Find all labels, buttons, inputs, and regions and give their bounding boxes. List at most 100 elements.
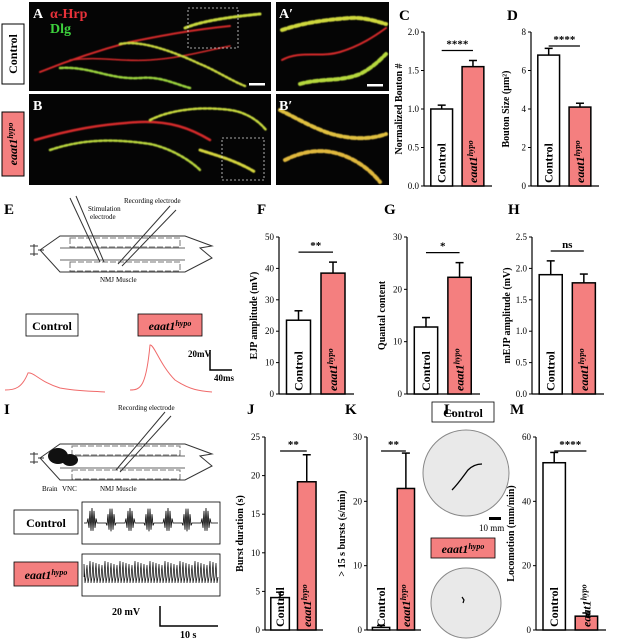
burst-mutant-label: eaat1hypo — [13, 561, 79, 587]
nmj-label-e: NMJ — [100, 276, 114, 284]
y-tick-label-d: 6 — [522, 66, 527, 76]
y-tick-label-c: 2.0 — [408, 27, 420, 37]
row-label-mutant: eaat1hypo — [1, 111, 25, 177]
y-tick-label-g: 30 — [393, 232, 403, 242]
nmj-label-i: NMJ — [100, 485, 114, 493]
y-axis-label-k: > 15 s bursts (s/min) — [337, 490, 348, 576]
ejp-control-label: Control — [25, 313, 79, 337]
panel-label-b-prime: B′ — [279, 99, 292, 114]
panel-label-a-prime: A′ — [279, 7, 293, 22]
y-axis-label-m: Locomotion (mm/min) — [506, 485, 517, 581]
stim-electrode-label: Stimulation — [88, 205, 121, 213]
burst-control-label: Control — [13, 509, 79, 535]
panel-label-j: J — [247, 402, 255, 418]
stim-electrode-label-2: electrode — [90, 213, 116, 221]
y-axis-label-h: mEJP amplitude (mV) — [502, 267, 513, 363]
y-tick-label-f: 0 — [270, 389, 275, 399]
track-control — [451, 463, 483, 491]
panel-label-e: E — [4, 202, 14, 218]
y-tick-label-h: 1.5 — [516, 295, 528, 305]
category-label-m: Control — [547, 587, 561, 627]
y-tick-label-m: 40 — [522, 496, 532, 506]
y-axis-label-c: Normalized Bouton # — [394, 63, 405, 154]
panel-label-f: F — [257, 202, 266, 218]
significance-label-h: ns — [562, 239, 573, 251]
micrograph-mutant — [29, 94, 271, 185]
y-tick-label-h: 0.5 — [516, 358, 528, 368]
category-label-c: Control — [435, 143, 449, 183]
y-tick-label-d: 4 — [522, 104, 527, 114]
schematic-i — [30, 411, 214, 481]
y-tick-label-c: 0.5 — [408, 143, 420, 153]
y-tick-label-j: 10 — [251, 548, 261, 558]
panel-label-d: D — [507, 8, 518, 24]
category-label-h: Control — [544, 351, 558, 391]
y-axis-label-j: Burst duration (s) — [235, 495, 246, 572]
panel-label-i: I — [4, 402, 10, 418]
y-tick-label-k: 30 — [353, 432, 363, 442]
significance-label-f: ** — [310, 240, 322, 252]
y-tick-label-j: 25 — [251, 432, 261, 442]
micrograph-control — [29, 2, 271, 91]
y-tick-label-j: 0 — [256, 625, 261, 635]
y-axis-label-f: EJP amplitude (mV) — [249, 272, 260, 360]
svg-text:Control: Control — [443, 406, 483, 420]
y-tick-label-c: 0.0 — [408, 181, 420, 191]
rec-electrode-label-e: Recording electrode — [124, 197, 181, 205]
muscle-label-i: Muscle — [116, 485, 137, 493]
y-tick-label-f: 40 — [265, 263, 275, 273]
brain-label: Brain — [42, 485, 58, 493]
y-tick-label-k: 0 — [358, 625, 363, 635]
panel-label-h: H — [508, 202, 520, 218]
svg-text:Control: Control — [32, 319, 72, 333]
panel-label-m: M — [510, 402, 524, 418]
svg-text:Control: Control — [6, 33, 20, 73]
category-label-c: eaat1hypo — [466, 140, 480, 183]
svg-text:eaat1hypo: eaat1hypo — [25, 568, 68, 582]
burst-trace-control — [84, 507, 218, 532]
y-tick-label-g: 0 — [398, 389, 403, 399]
y-tick-label-f: 30 — [265, 295, 275, 305]
panel-label-k: K — [345, 402, 357, 418]
ejp-scale-v: 20mV — [188, 349, 211, 359]
category-label-h: eaat1hypo — [577, 348, 591, 391]
svg-text:eaat1hypo: eaat1hypo — [6, 123, 20, 166]
y-tick-label-f: 50 — [265, 232, 275, 242]
muscle-label-e: Muscle — [116, 276, 137, 284]
burst-scale-t: 10 s — [180, 630, 197, 640]
svg-text:eaat1hypo: eaat1hypo — [149, 319, 192, 333]
vnc-shape — [62, 454, 78, 466]
y-tick-label-f: 10 — [265, 358, 275, 368]
y-tick-label-m: 60 — [522, 432, 532, 442]
y-tick-label-f: 20 — [265, 326, 275, 336]
track-mutant-label: eaat1hypo — [430, 537, 496, 559]
schematic-e — [30, 195, 214, 273]
significance-label-g: * — [440, 241, 446, 253]
significance-label-k: ** — [388, 439, 400, 451]
row-label-control: Control — [1, 23, 25, 85]
y-axis-label-d: Bouton Size (μm²) — [501, 71, 512, 148]
panel-label-a: A — [33, 7, 44, 22]
y-tick-label-k: 20 — [353, 496, 363, 506]
category-label-k: Control — [374, 587, 388, 627]
y-tick-label-g: 10 — [393, 337, 403, 347]
y-tick-label-h: 2.0 — [516, 263, 528, 273]
track-scalebar — [489, 517, 501, 520]
y-tick-label-c: 1.5 — [408, 66, 420, 76]
y-tick-label-h: 2.5 — [516, 232, 528, 242]
track-mutant — [461, 596, 465, 604]
hrp-label: α-Hrp — [50, 7, 88, 22]
micrograph-mutant-zoom — [276, 94, 389, 185]
category-label-d: Control — [542, 143, 556, 183]
category-label-m: eaat1hypo — [579, 584, 593, 627]
panel-label-g: G — [384, 202, 396, 218]
y-tick-label-h: 1.0 — [516, 326, 528, 336]
significance-label-c: **** — [446, 38, 469, 50]
burst-scale-v: 20 mV — [112, 607, 141, 618]
significance-label-j: ** — [288, 439, 300, 451]
y-tick-label-d: 8 — [522, 27, 527, 37]
category-label-d: eaat1hypo — [573, 140, 587, 183]
category-label-j: eaat1hypo — [300, 584, 314, 627]
